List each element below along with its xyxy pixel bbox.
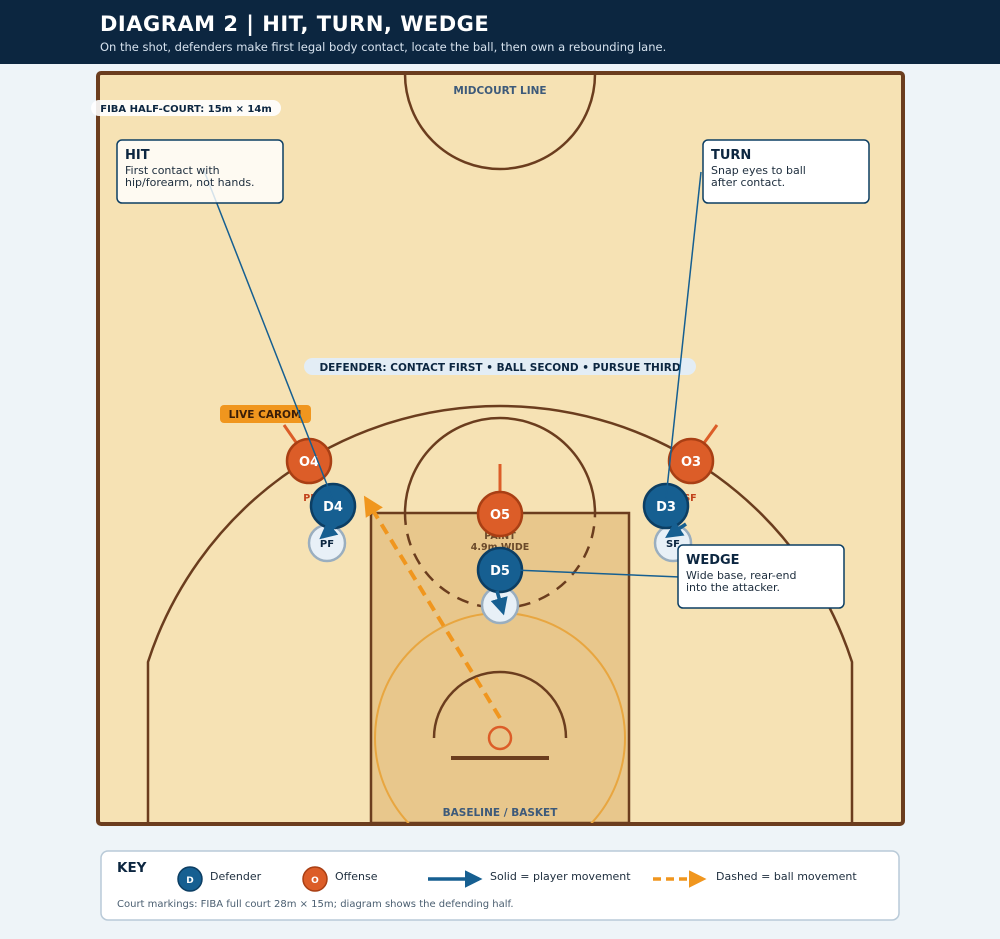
tag-sf: SF: [683, 493, 696, 504]
wedge-callout: [677, 544, 845, 609]
d5-move-arrow: [490, 590, 508, 616]
diagram-title: DIAGRAM 2 | HIT, TURN, WEDGE: [100, 12, 490, 36]
header-bar: DIAGRAM 2 | HIT, TURN, WEDGE On the shot…: [0, 0, 1000, 64]
hit-callout: [116, 139, 284, 204]
wedge-callout-title: WEDGE: [686, 553, 740, 568]
hit-callout-title: HIT: [125, 148, 150, 163]
principle-banner: DEFENDER: CONTACT FIRST • BALL SECOND • …: [319, 362, 680, 374]
wedge-callout-line1: Wide base, rear-end: [686, 569, 796, 582]
d3-move-arrow: [665, 520, 687, 538]
defender-d3-label: D3: [656, 500, 676, 515]
center-circle: [403, 74, 597, 171]
legend-title: KEY: [117, 860, 147, 876]
turn-callout-line2: after contact.: [711, 176, 785, 189]
legend-defender-icon: [177, 866, 203, 892]
midcourt-label: MIDCOURT LINE: [453, 85, 546, 97]
baseline-label: BASELINE / BASKET: [443, 807, 559, 819]
hit-callout-line2: hip/forearm, not hands.: [125, 176, 255, 189]
defender-d5-label: D5: [490, 564, 510, 579]
legend-panel: [100, 850, 900, 921]
free-throw-circle-top: [403, 416, 597, 514]
offense-o5-label: O5: [490, 508, 510, 523]
turn-callout: [702, 139, 870, 204]
legend-dashed-label: Dashed = ball movement: [716, 870, 857, 883]
turn-callout-line1: Snap eyes to ball: [711, 164, 806, 177]
turn-leader-line: [665, 171, 702, 499]
spot-sf-label: SF: [666, 539, 680, 550]
d4-move-arrow: [319, 519, 343, 540]
wedge-callout-line2: into the attacker.: [686, 581, 780, 594]
tag-pf: PF: [303, 493, 316, 504]
offense-o5: [476, 490, 524, 538]
spot-pf-label: PF: [320, 539, 334, 550]
legend-defender-glyph: D: [186, 876, 193, 886]
legend-offense-icon: [302, 866, 328, 892]
offense-o3: [667, 437, 715, 485]
restricted-arc: [432, 670, 568, 739]
court-floor: [96, 71, 905, 826]
legend-defender-label: Defender: [210, 870, 262, 883]
offense-o3-label: O3: [681, 455, 701, 470]
ball-path: [363, 495, 502, 720]
diagram-subtitle: On the shot, defenders make first legal …: [100, 40, 667, 54]
principle-banner-bg: [304, 358, 696, 375]
live-carom-tag-bg: [220, 405, 311, 423]
legend-solid-label: Solid = player movement: [490, 870, 631, 883]
size-tag: FIBA HALF-COURT: 15m × 14m: [100, 104, 272, 115]
hit-leader-line: [202, 167, 334, 501]
size-tag-bg: [91, 100, 281, 116]
live-carom-tag: LIVE CAROM: [229, 409, 302, 421]
legend-offense-glyph: O: [311, 876, 319, 886]
legend-offense-label: Offense: [335, 870, 378, 883]
legend-note: Court markings: FIBA full court 28m × 15…: [117, 899, 514, 910]
offense-o4-label: O4: [299, 455, 319, 470]
turn-callout-title: TURN: [711, 148, 751, 163]
wedge-leader-line: [513, 569, 681, 578]
hit-callout-line1: First contact with: [125, 164, 220, 177]
rim: [487, 725, 513, 751]
defender-d4-label: D4: [323, 500, 343, 515]
